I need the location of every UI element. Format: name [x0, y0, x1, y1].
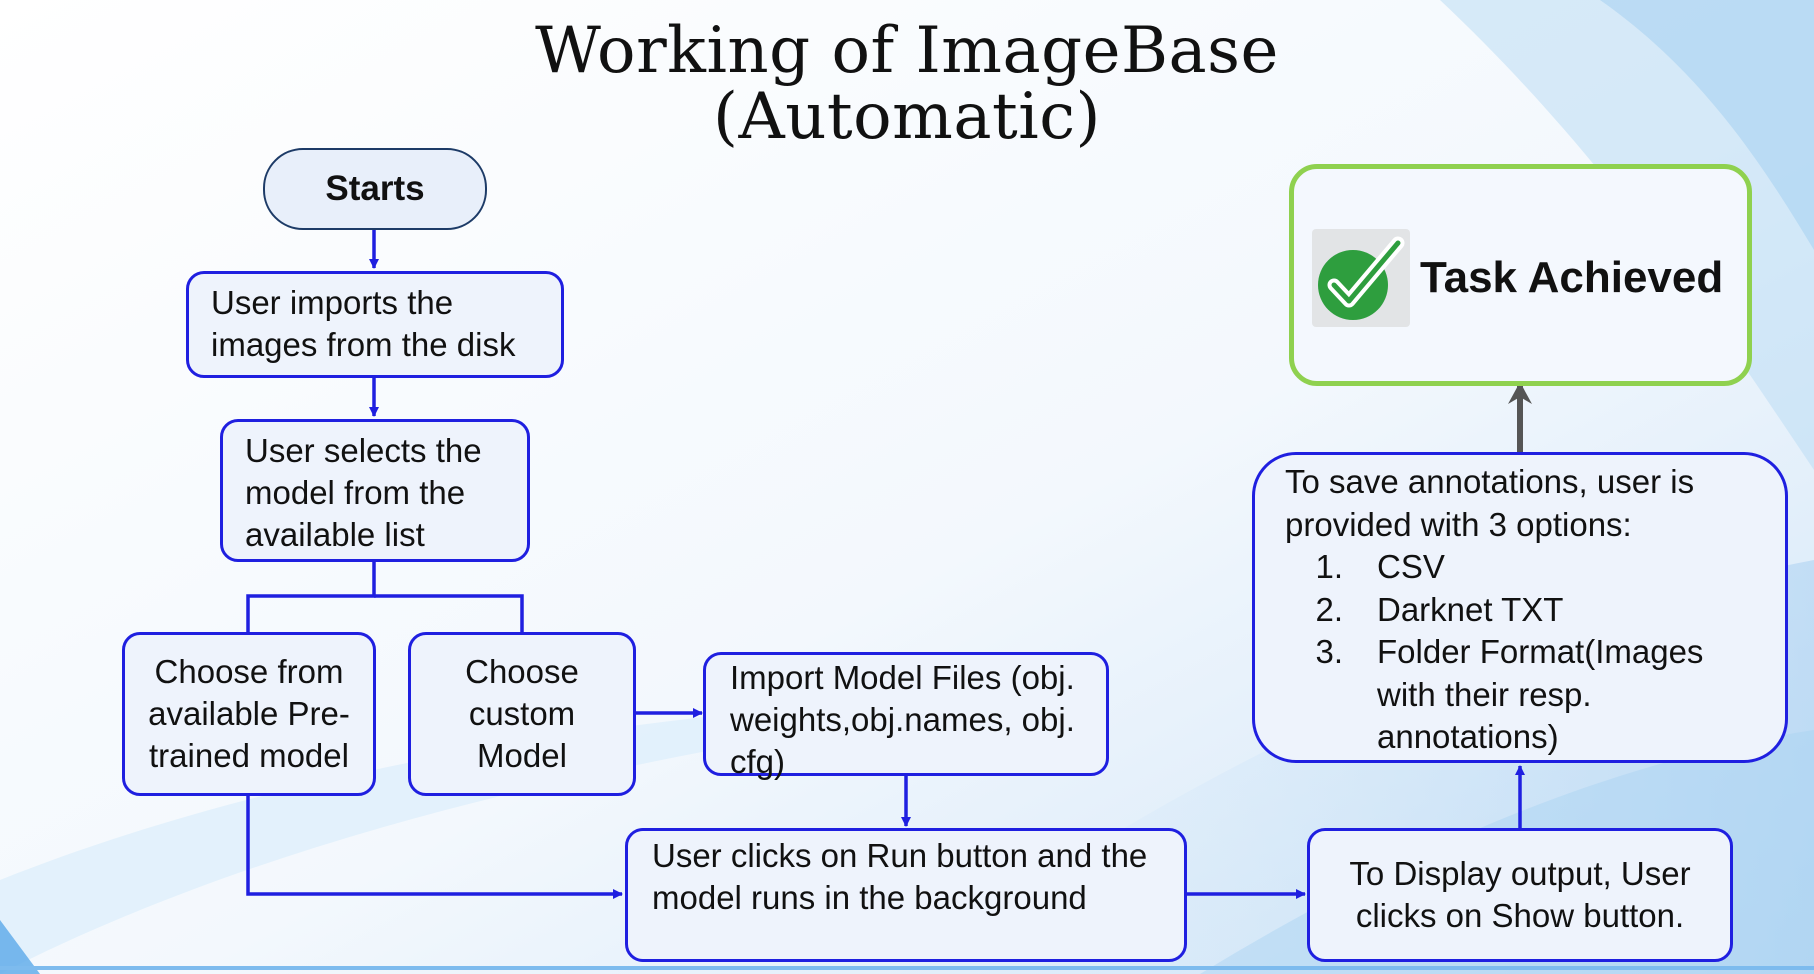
save-intro-text: To save annotations, user is provided wi…	[1285, 463, 1695, 543]
diagram-title-line2: (Automatic)	[713, 80, 1101, 154]
diagram-title-line1: Working of ImageBase	[535, 14, 1279, 88]
run-model-step: User clicks on Run button and the model …	[625, 828, 1187, 962]
check-icon	[1312, 229, 1410, 327]
display-output-step: To Display output, User clicks on Show b…	[1307, 828, 1733, 962]
import-model-files-step: Import Model Files (obj.weights,obj.name…	[703, 652, 1109, 780]
save-options-list: 1.CSV 2.Darknet TXT 3.Folder Format(Imag…	[1285, 546, 1755, 759]
save-option: 2.Darknet TXT	[1315, 590, 1564, 628]
select-model-step: User selects the model from the availabl…	[220, 419, 530, 562]
pretrained-model-option: Choose from available Pre-trained model	[122, 632, 376, 796]
save-option: 1.CSV	[1315, 548, 1445, 585]
start-terminal: Starts	[263, 148, 487, 230]
task-achieved-label: Task Achieved	[1420, 253, 1724, 302]
custom-model-option: Choose custom Model	[408, 632, 636, 796]
import-images-step: User imports the images from the disk	[186, 271, 564, 378]
save-option: 3.Folder Format(Images with their resp. …	[1315, 633, 1704, 755]
task-achieved-terminal: Task Achieved	[1289, 164, 1752, 386]
save-annotations-step: To save annotations, user is provided wi…	[1252, 452, 1788, 763]
